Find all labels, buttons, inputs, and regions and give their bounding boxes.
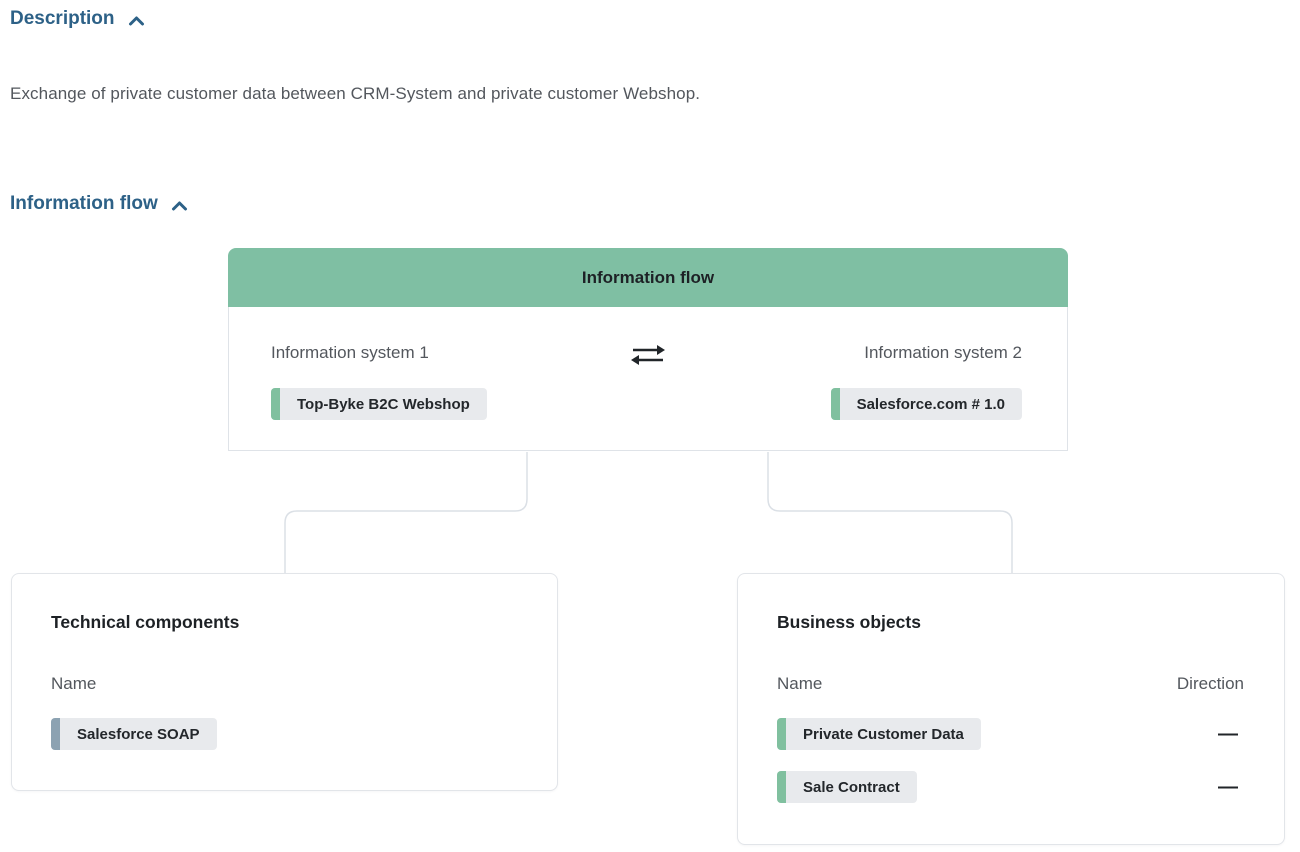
badge-label: Salesforce SOAP xyxy=(77,725,200,743)
business-objects-card: Business objects Name Direction Private … xyxy=(737,573,1285,845)
business-objects-title: Business objects xyxy=(777,612,921,632)
business-object-badge[interactable]: Sale Contract xyxy=(777,771,917,803)
information-system-1-badge[interactable]: Top-Byke B2C Webshop xyxy=(271,388,487,420)
information-flow-section-header[interactable]: Information flow xyxy=(10,193,188,215)
information-system-2-badge[interactable]: Salesforce.com # 1.0 xyxy=(830,388,1022,420)
badge-accent xyxy=(271,388,280,420)
name-column-header: Name xyxy=(51,674,97,693)
business-object-badge[interactable]: Private Customer Data xyxy=(777,718,981,750)
table-row: Salesforce SOAP xyxy=(51,718,517,750)
direction-value: — xyxy=(1218,723,1238,745)
direction-column-header: Direction xyxy=(1176,674,1244,693)
information-flow-card-body: Information system 1 Top-Byke B2C Websho… xyxy=(228,307,1068,451)
badge-accent xyxy=(51,718,60,750)
badge-label: Sale Contract xyxy=(803,778,900,796)
information-system-1-column: Information system 1 Top-Byke B2C Websho… xyxy=(271,343,487,425)
description-text: Exchange of private customer data betwee… xyxy=(10,84,701,103)
information-flow-card-header: Information flow xyxy=(228,248,1068,307)
technical-component-badge[interactable]: Salesforce SOAP xyxy=(51,718,217,750)
information-system-2-column: Information system 2 Salesforce.com # 1.… xyxy=(830,343,1022,425)
information-system-1-label: Information system 1 xyxy=(271,343,429,362)
table-row: Private Customer Data — xyxy=(777,718,1244,750)
table-row: Sale Contract — xyxy=(777,771,1244,803)
direction-value: — xyxy=(1218,776,1238,798)
description-section-title: Description xyxy=(10,8,115,29)
badge-label: Top-Byke B2C Webshop xyxy=(297,395,470,413)
information-flow-card: Information flow Information system 1 To… xyxy=(228,248,1068,451)
bidirectional-arrows-icon xyxy=(630,341,666,374)
badge-label: Private Customer Data xyxy=(803,725,964,743)
chevron-up-icon xyxy=(171,201,188,211)
badge-accent xyxy=(777,771,786,803)
information-flow-section-title: Information flow xyxy=(10,193,158,214)
badge-accent xyxy=(830,388,840,420)
information-system-2-label: Information system 2 xyxy=(864,343,1022,362)
name-column-header: Name xyxy=(777,674,823,693)
technical-components-title: Technical components xyxy=(51,612,240,632)
connector-lines xyxy=(284,452,1013,573)
chevron-up-icon xyxy=(128,16,145,26)
description-section-header[interactable]: Description xyxy=(10,8,145,30)
badge-label: Salesforce.com # 1.0 xyxy=(856,395,1005,413)
badge-accent xyxy=(777,718,786,750)
technical-components-card: Technical components Name Salesforce SOA… xyxy=(11,573,558,791)
